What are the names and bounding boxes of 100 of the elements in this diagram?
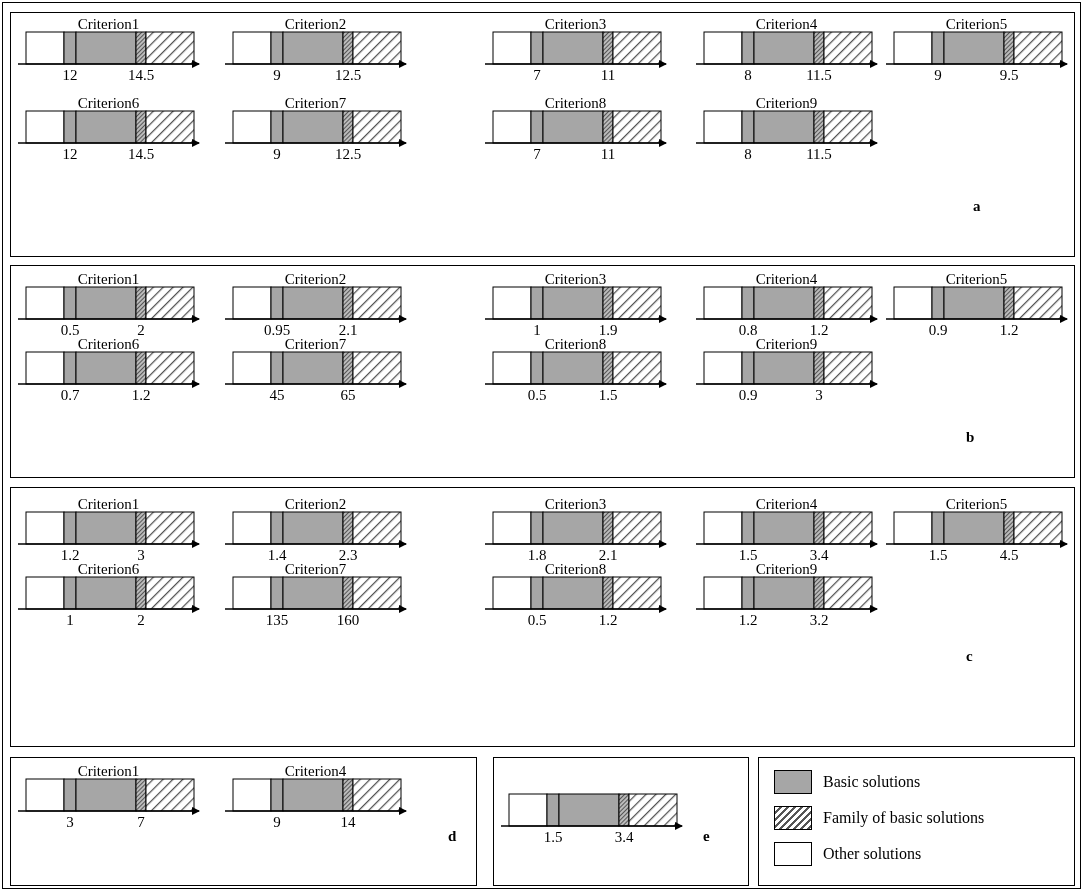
panel-letter: d xyxy=(448,828,457,845)
tick-value: 9 xyxy=(273,813,281,831)
panel-letter: c xyxy=(966,648,973,665)
tick-value: 4.5 xyxy=(999,546,1019,564)
tick-value: 1.5 xyxy=(598,386,618,404)
chart-title: Criterion7 xyxy=(283,336,348,352)
tick-value: 1.2 xyxy=(738,611,758,629)
chart-title: Criterion9 xyxy=(754,561,819,577)
tick-value: 3.2 xyxy=(809,611,829,629)
chart-title: Criterion1 xyxy=(76,496,141,512)
tick-value: 2.3 xyxy=(338,546,358,564)
tick-value: 160 xyxy=(336,611,360,629)
tick-value: 12.5 xyxy=(334,145,362,163)
tick-value: 12 xyxy=(62,145,78,163)
tick-value: 12 xyxy=(62,66,78,84)
panel-letter: e xyxy=(703,828,710,845)
tick-value: 3 xyxy=(815,386,823,404)
chart-title: Criterion2 xyxy=(283,496,348,512)
tick-value: 11.5 xyxy=(806,66,832,84)
tick-value: 14 xyxy=(340,813,356,831)
chart-title: Criterion4 xyxy=(754,271,819,287)
chart-title: Criterion5 xyxy=(944,496,1009,512)
chart-title: Criterion1 xyxy=(76,763,141,779)
tick-value: 1.5 xyxy=(928,546,948,564)
chart-title: Criterion4 xyxy=(283,763,348,779)
chart-title: Criterion2 xyxy=(283,16,348,32)
chart-title: Criterion8 xyxy=(543,336,608,352)
tick-value: 14.5 xyxy=(127,145,155,163)
tick-value: 3.4 xyxy=(614,828,634,846)
chart-title: Criterion7 xyxy=(283,561,348,577)
chart-title: Criterion1 xyxy=(76,271,141,287)
tick-value: 11.5 xyxy=(806,145,832,163)
tick-value: 1.2 xyxy=(809,321,829,339)
tick-value: 12.5 xyxy=(334,66,362,84)
panel xyxy=(10,265,1075,478)
legend-label: Family of basic solutions xyxy=(823,808,985,828)
tick-value: 7 xyxy=(533,66,541,84)
tick-value: 14.5 xyxy=(127,66,155,84)
tick-value: 0.95 xyxy=(263,321,291,339)
tick-value: 9.5 xyxy=(999,66,1019,84)
tick-value: 45 xyxy=(269,386,285,404)
tick-value: 2.1 xyxy=(598,546,618,564)
panel xyxy=(10,757,477,886)
tick-value: 9 xyxy=(934,66,942,84)
chart-title: Criterion5 xyxy=(944,271,1009,287)
chart-title: Criterion8 xyxy=(543,561,608,577)
tick-value: 1.4 xyxy=(267,546,287,564)
chart-title: Criterion6 xyxy=(76,95,141,111)
legend-label: Other solutions xyxy=(823,844,922,864)
tick-value: 1.2 xyxy=(131,386,151,404)
tick-value: 1.5 xyxy=(543,828,563,846)
chart-title: Criterion4 xyxy=(754,496,819,512)
tick-value: 3 xyxy=(137,546,145,564)
tick-value: 11 xyxy=(600,145,616,163)
panel xyxy=(10,487,1075,747)
chart-title: Criterion6 xyxy=(76,336,141,352)
chart-title: Criterion1 xyxy=(76,16,141,32)
tick-value: 0.9 xyxy=(928,321,948,339)
tick-value: 1.9 xyxy=(598,321,618,339)
tick-value: 1.2 xyxy=(598,611,618,629)
tick-value: 7 xyxy=(533,145,541,163)
chart-title: Criterion4 xyxy=(754,16,819,32)
panel xyxy=(10,12,1075,257)
tick-value: 1.8 xyxy=(527,546,547,564)
tick-value: 1.2 xyxy=(999,321,1019,339)
panel-letter: a xyxy=(973,198,981,215)
tick-value: 1.2 xyxy=(60,546,80,564)
tick-value: 0.5 xyxy=(527,386,547,404)
tick-value: 3 xyxy=(66,813,74,831)
tick-value: 2.1 xyxy=(338,321,358,339)
tick-value: 65 xyxy=(340,386,356,404)
chart-title: Criterion8 xyxy=(543,95,608,111)
chart-title: Criterion2 xyxy=(283,271,348,287)
tick-value: 3.4 xyxy=(809,546,829,564)
chart-title: Criterion3 xyxy=(543,496,608,512)
tick-value: 7 xyxy=(137,813,145,831)
tick-value: 2 xyxy=(137,611,145,629)
tick-value: 8 xyxy=(744,145,752,163)
tick-value: 0.9 xyxy=(738,386,758,404)
tick-value: 11 xyxy=(600,66,616,84)
tick-value: 0.5 xyxy=(60,321,80,339)
tick-value: 2 xyxy=(137,321,145,339)
tick-value: 9 xyxy=(273,66,281,84)
panel xyxy=(493,757,749,886)
tick-value: 0.7 xyxy=(60,386,80,404)
chart-title: Criterion6 xyxy=(76,561,141,577)
tick-value: 0.8 xyxy=(738,321,758,339)
chart-title: Criterion3 xyxy=(543,16,608,32)
chart-title: Criterion5 xyxy=(944,16,1009,32)
chart-title: Criterion7 xyxy=(283,95,348,111)
tick-value: 1 xyxy=(66,611,74,629)
legend-label: Basic solutions xyxy=(823,772,921,792)
tick-value: 135 xyxy=(265,611,289,629)
chart-title: Criterion3 xyxy=(543,271,608,287)
tick-value: 1 xyxy=(533,321,541,339)
chart-title: Criterion9 xyxy=(754,336,819,352)
tick-value: 1.5 xyxy=(738,546,758,564)
tick-value: 9 xyxy=(273,145,281,163)
tick-value: 0.5 xyxy=(527,611,547,629)
tick-value: 8 xyxy=(744,66,752,84)
